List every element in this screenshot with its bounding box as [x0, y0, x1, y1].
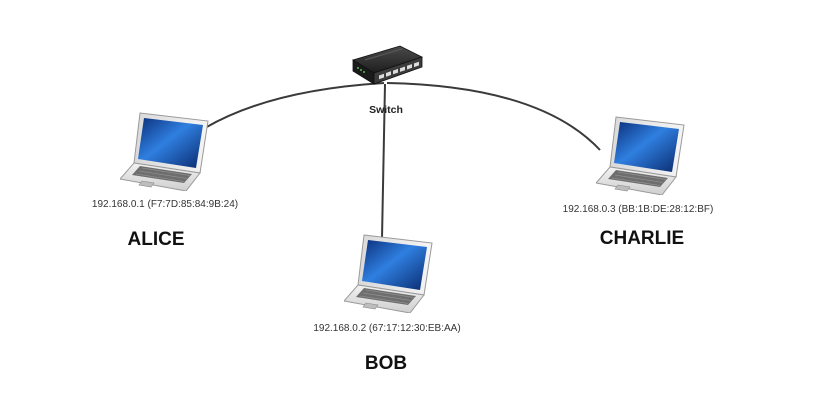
switch-label: Switch [369, 104, 403, 116]
link-switch-bob [381, 83, 386, 239]
host-name: BOB [365, 353, 407, 374]
host-charlie[interactable]: 192.168.0.3 (BB:1B:DE:28:12:BF) CHARLIE [563, 116, 714, 249]
host-address: 192.168.0.1 (F7:7D:85:84:9B:24) [92, 199, 238, 210]
network-switch-icon [352, 45, 424, 85]
link-switch-charlie [386, 82, 601, 151]
host-alice[interactable]: 192.168.0.1 (F7:7D:85:84:9B:24) ALICE [92, 112, 238, 250]
host-name: ALICE [128, 229, 185, 250]
laptop-icon [344, 234, 433, 313]
links [204, 82, 601, 239]
link-switch-alice [204, 82, 385, 129]
host-address: 192.168.0.3 (BB:1B:DE:28:12:BF) [563, 204, 714, 215]
host-address: 192.168.0.2 (67:17:12:30:EB:AA) [313, 323, 460, 334]
host-name: CHARLIE [600, 228, 684, 249]
laptop-icon [120, 112, 209, 191]
switch-node[interactable]: Switch [352, 45, 424, 116]
laptop-icon [596, 116, 685, 195]
host-bob[interactable]: 192.168.0.2 (67:17:12:30:EB:AA) BOB [313, 234, 461, 374]
